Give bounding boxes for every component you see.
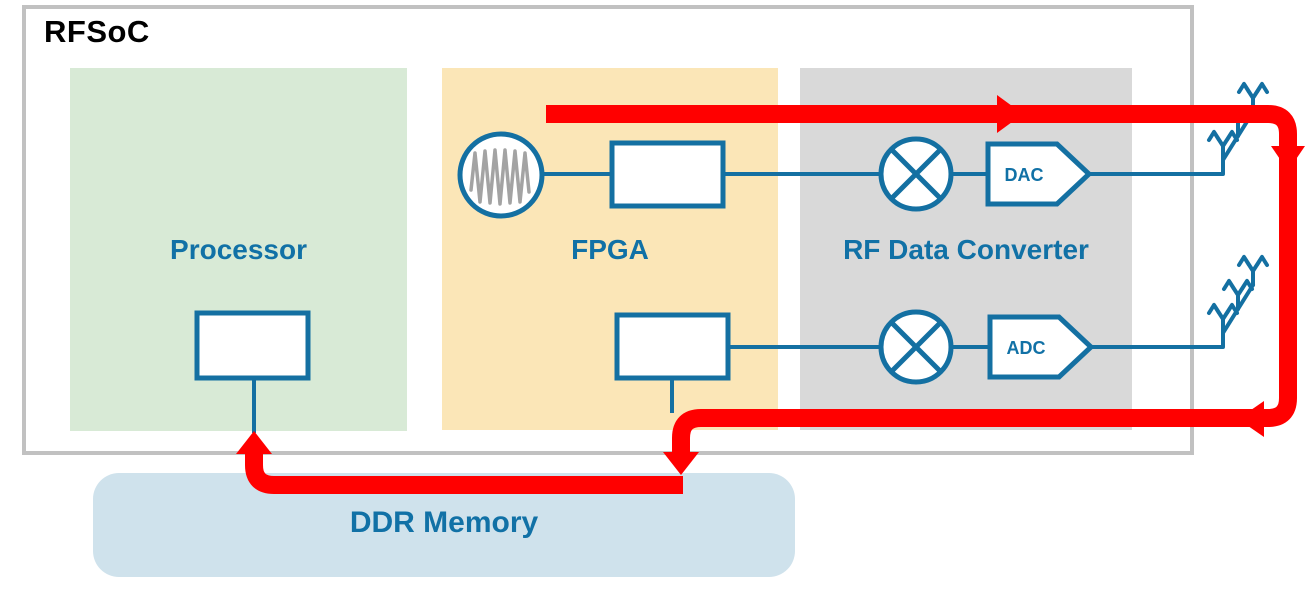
fpga-rx-block bbox=[614, 312, 731, 381]
rx-mixer-icon bbox=[878, 309, 954, 385]
flow-arrowhead-into-ddr bbox=[663, 452, 699, 475]
signal-wires bbox=[252, 172, 1223, 433]
rf-data-converter-region bbox=[800, 68, 1132, 430]
adc-label: ADC bbox=[1007, 338, 1046, 358]
sine-wave-glyph bbox=[469, 148, 531, 206]
dac-label: DAC bbox=[1005, 165, 1044, 185]
flow-arrowhead-down bbox=[1271, 146, 1305, 171]
tx-mixer-icon bbox=[878, 136, 954, 212]
red-flow-path-ddr-to-processor bbox=[236, 431, 683, 494]
flow-arrowhead-left bbox=[1238, 401, 1264, 437]
processor-label: Processor bbox=[170, 234, 307, 265]
tx-antenna-icon bbox=[1209, 84, 1267, 174]
fpga-tx-block bbox=[609, 140, 726, 209]
processor-block bbox=[194, 310, 311, 381]
fpga-label: FPGA bbox=[571, 234, 649, 265]
dac-block: DAC bbox=[985, 141, 1093, 207]
red-flow-path-main bbox=[546, 95, 1305, 475]
adc-block: ADC bbox=[987, 314, 1095, 380]
flow-arrowhead-right bbox=[997, 95, 1023, 133]
rfsoc-title: RFSoC bbox=[44, 14, 150, 49]
ddr-memory-label: DDR Memory bbox=[349, 506, 539, 539]
rx-antenna-icon bbox=[1209, 257, 1267, 347]
rf-data-converter-label: RF Data Converter bbox=[843, 234, 1089, 265]
signal-generator-icon bbox=[457, 131, 545, 219]
flow-arrowhead-into-processor bbox=[236, 431, 272, 454]
